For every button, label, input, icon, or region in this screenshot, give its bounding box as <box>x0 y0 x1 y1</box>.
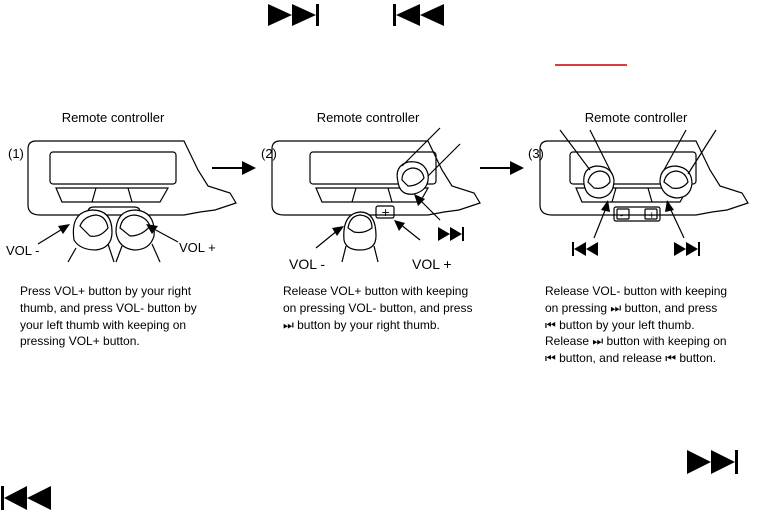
next-track-icon <box>687 450 738 474</box>
next-step-arrow-1 <box>212 161 256 175</box>
next-track-icon <box>438 227 464 241</box>
panel-2-arrows <box>315 194 441 249</box>
next-step-arrow-2 <box>480 161 524 175</box>
next-track-icon <box>674 242 700 256</box>
panel-3-number: (3) <box>528 146 544 161</box>
previous-track-icon <box>572 242 598 256</box>
panel-1-description: Press VOL+ button by your right thumb, a… <box>20 284 197 349</box>
panel-2-vol-plus-label: VOL + <box>412 256 452 272</box>
panel-1-title: Remote controller <box>61 110 165 125</box>
thumbs-panel-2 <box>341 127 461 263</box>
panel-3-arrows <box>593 200 685 239</box>
panel-2-description: Release VOL+ button with keeping on pres… <box>283 284 473 332</box>
remote-controller-1 <box>27 140 237 216</box>
previous-track-icon <box>393 4 444 26</box>
thumbs-panel-3 <box>559 129 717 199</box>
remote-controller-3: - + <box>539 140 749 222</box>
panel-2-title: Remote controller <box>316 110 420 125</box>
panel-1-arrows <box>37 224 179 245</box>
svg-text:+: + <box>648 211 656 221</box>
remote-controller-2: + <box>271 140 481 219</box>
svg-text:-: - <box>620 211 623 221</box>
panel-3-title: Remote controller <box>584 110 688 125</box>
panel-3-description: Release VOL- button with keeping on pres… <box>545 284 728 366</box>
panel-2-number: (2) <box>261 146 277 161</box>
panel-1-number: (1) <box>8 146 24 161</box>
next-track-icon <box>268 4 319 26</box>
panel-1-vol-plus-label: VOL + <box>179 240 216 255</box>
panel-1-vol-minus-label: VOL - <box>6 243 40 258</box>
panel-2-vol-minus-label: VOL - <box>289 256 326 272</box>
thumbs-panel-1 <box>67 209 161 263</box>
svg-text:+: + <box>381 206 390 219</box>
previous-track-icon <box>1 486 51 510</box>
